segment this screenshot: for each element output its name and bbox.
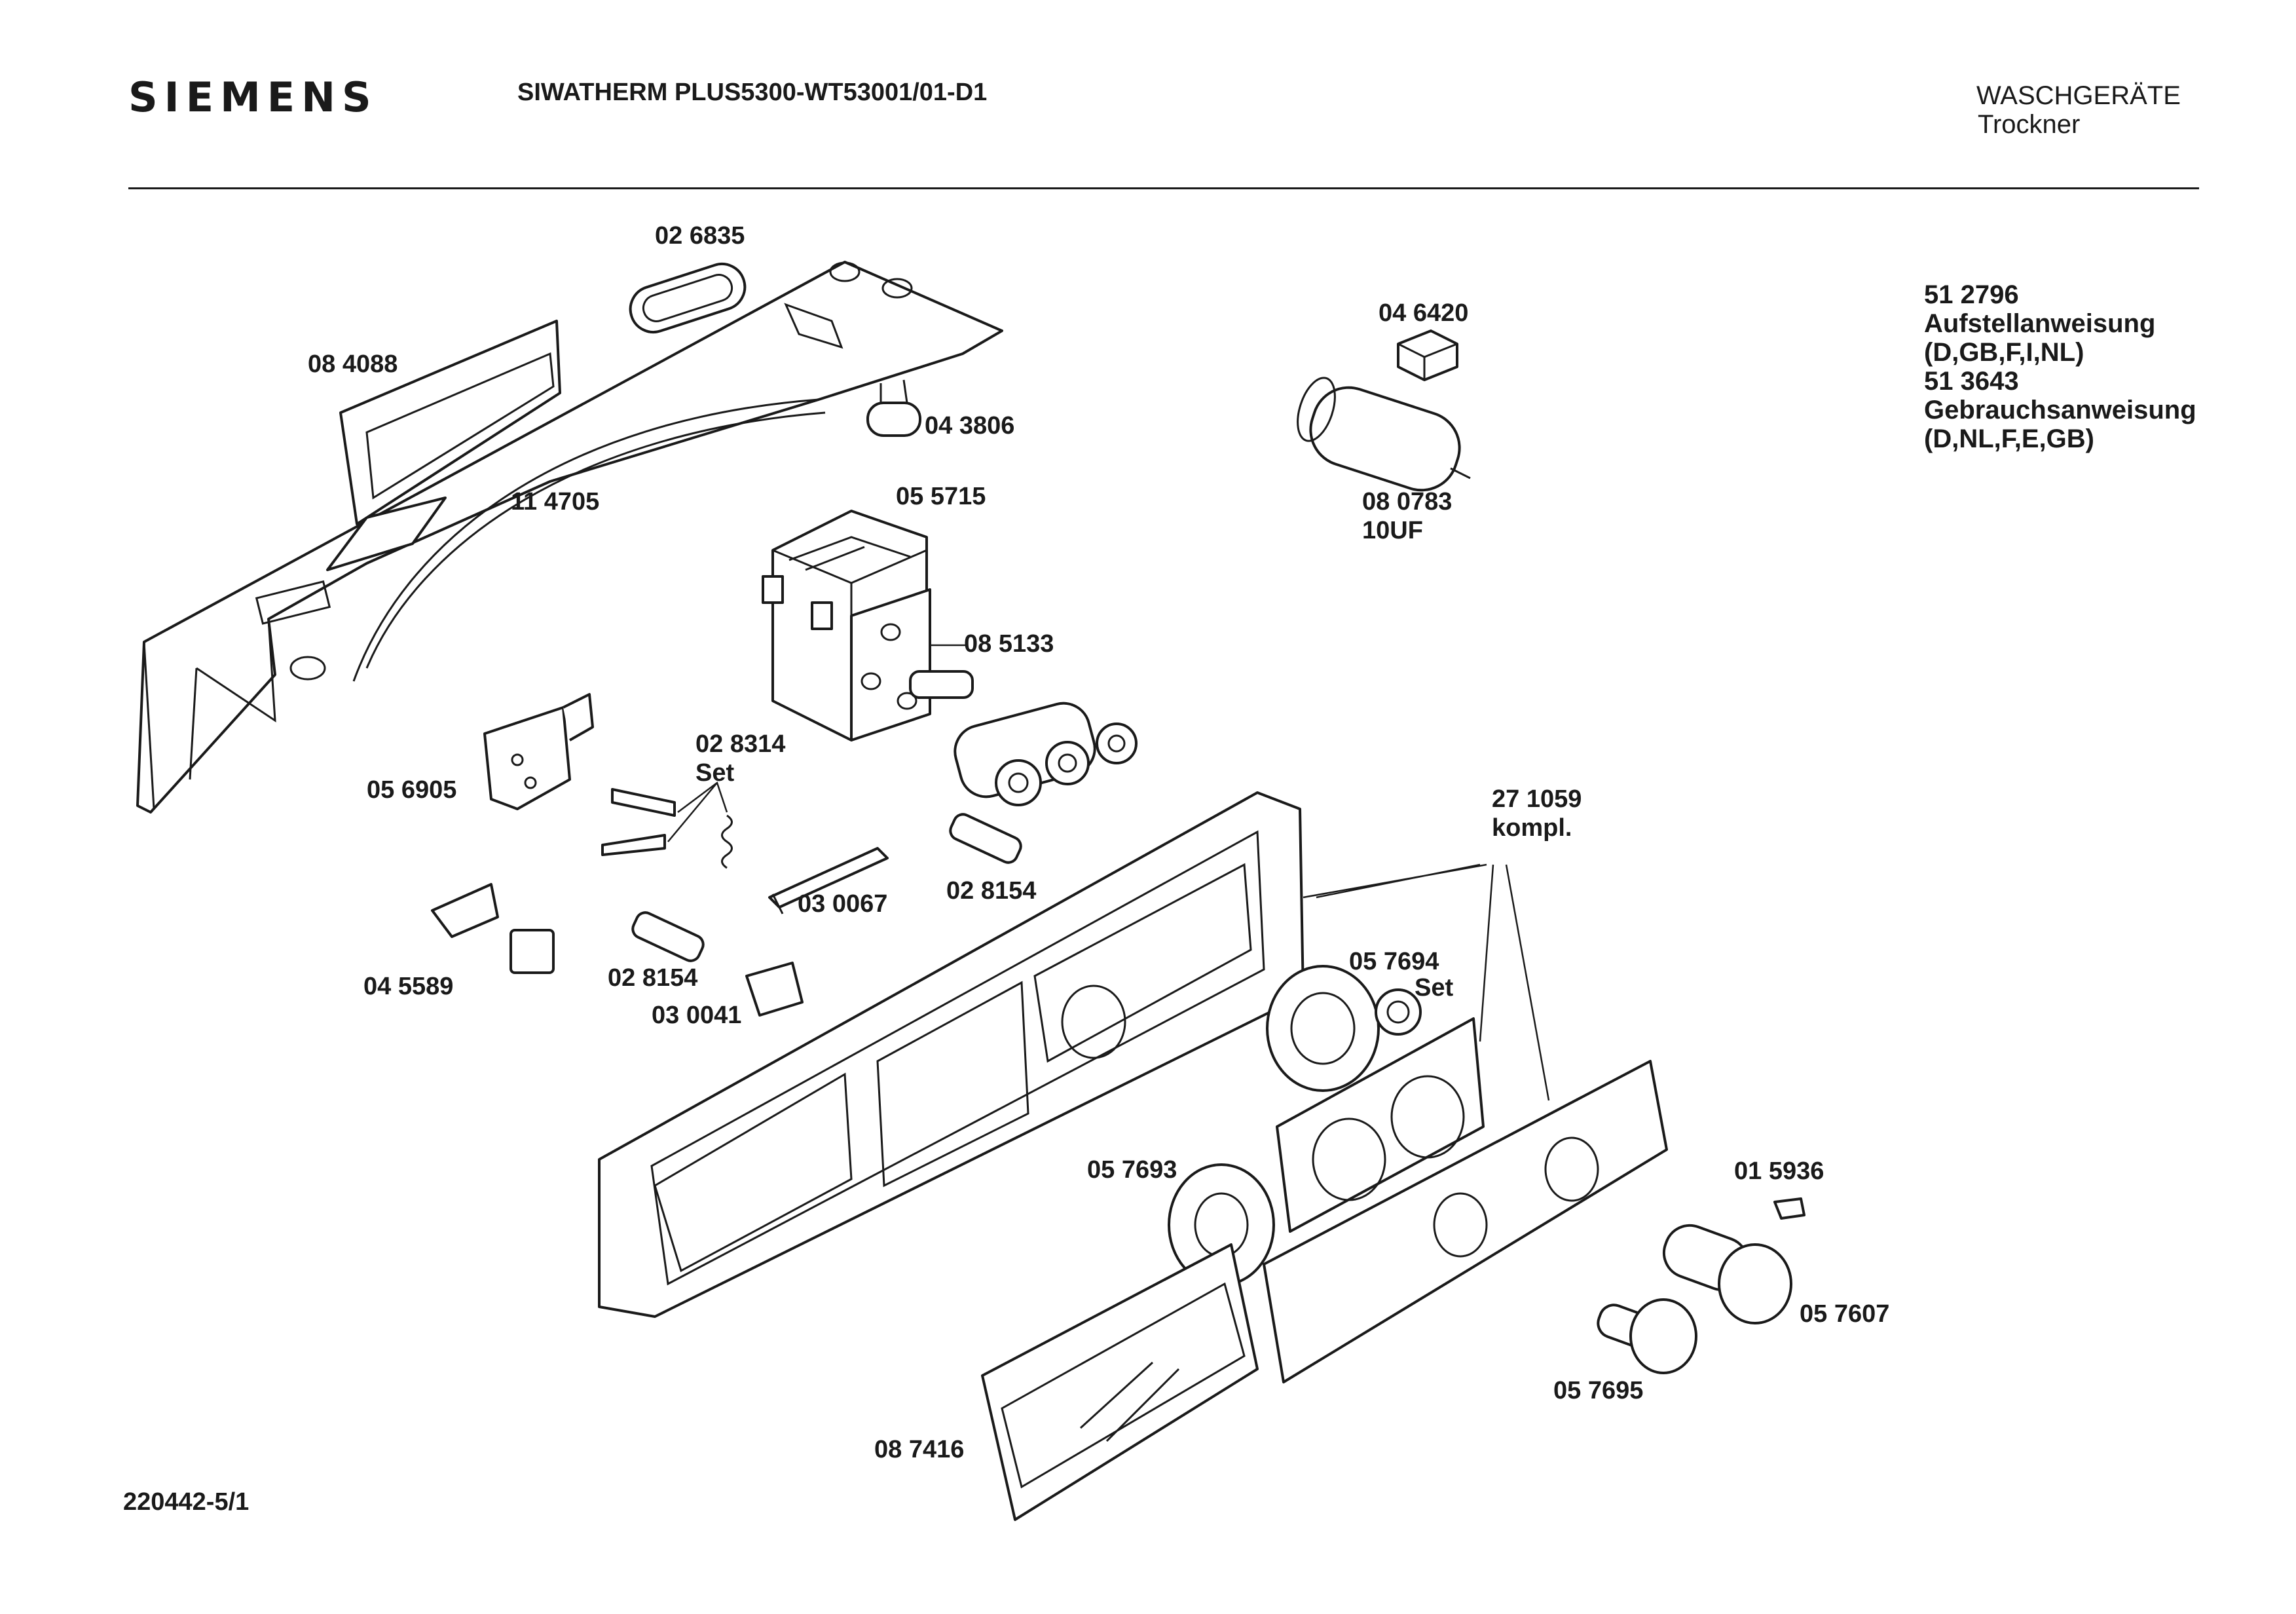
small-capacitor-drawing — [866, 379, 921, 437]
doc-title: Aufstellanweisung — [1924, 309, 2156, 338]
gasket-drawing — [629, 263, 747, 333]
cam-wheel-drawing — [954, 702, 1138, 806]
subcategory-label: Trockner — [1978, 110, 2081, 139]
knob-drawing — [1597, 1197, 1805, 1374]
part-note: kompl. — [1492, 814, 1572, 842]
part-label: 05 5715 — [896, 483, 986, 510]
door-flap-drawing — [981, 1243, 1259, 1521]
part-label: 11 4705 — [511, 488, 599, 516]
part-labels: 02 6835 08 4088 04 3806 11 4705 05 5715 … — [308, 222, 1889, 1463]
leader-lines — [930, 644, 1550, 1101]
spring-set-drawing — [601, 781, 733, 869]
control-panel-drawing — [598, 791, 1305, 1318]
clip-drawing — [431, 883, 555, 974]
part-label: 08 7416 — [874, 1436, 964, 1463]
drawing-number: 220442-5/1 — [123, 1488, 250, 1516]
inner-fascia-drawing — [1276, 1017, 1485, 1233]
fascia-plate-drawing — [1263, 1060, 1668, 1383]
part-label: 08 5133 — [964, 630, 1054, 658]
part-label: 02 8154 — [608, 964, 697, 992]
brand-logo: SIEMENS — [128, 73, 378, 121]
push-rod-drawing — [631, 813, 1022, 962]
timer-drawing — [762, 510, 974, 741]
part-label: 02 8154 — [946, 877, 1036, 905]
doc-title: Gebrauchsanweisung — [1924, 396, 2196, 424]
part-label: 05 7694 — [1349, 948, 1439, 975]
part-label: 03 0067 — [798, 890, 887, 918]
part-label: 02 6835 — [655, 222, 745, 250]
top-frame-drawing — [136, 261, 1003, 814]
clip-small-drawing — [745, 962, 804, 1017]
lever-drawing — [768, 847, 889, 914]
part-label: 08 4088 — [308, 350, 398, 378]
part-note: Set — [695, 759, 734, 787]
part-note: Set — [1415, 974, 1453, 1002]
part-label: 04 5589 — [363, 973, 453, 1000]
header-divider — [128, 187, 2199, 189]
document-list: 51 2796 Aufstellanweisung (D,GB,F,I,NL) … — [1924, 280, 2196, 453]
rear-panel-drawing — [339, 320, 561, 525]
doc-number: 51 3643 — [1924, 367, 2019, 396]
part-label: 01 5936 — [1734, 1157, 1824, 1185]
doc-languages: (D,NL,F,E,GB) — [1924, 424, 2094, 453]
part-label: 05 7695 — [1553, 1377, 1643, 1404]
bracket-drawing — [483, 693, 594, 810]
doc-number: 51 2796 — [1924, 280, 2019, 309]
part-label: 05 7607 — [1800, 1300, 1889, 1328]
part-label: 08 0783 — [1362, 488, 1452, 516]
part-label: 03 0041 — [652, 1002, 741, 1029]
part-note: 10UF — [1362, 517, 1423, 544]
category-label: WASCHGERÄTE — [1976, 81, 2181, 110]
capacitor-drawing — [1297, 329, 1471, 492]
part-label: 27 1059 — [1492, 785, 1582, 813]
part-label: 04 6420 — [1379, 299, 1468, 327]
part-label: 04 3806 — [925, 412, 1014, 440]
part-label: 02 8314 — [695, 730, 785, 758]
doc-languages: (D,GB,F,I,NL) — [1924, 338, 2084, 367]
part-label: 05 7693 — [1087, 1156, 1177, 1184]
model-title: SIWATHERM PLUS5300-WT53001/01-D1 — [517, 79, 988, 106]
part-label: 05 6905 — [367, 776, 456, 804]
